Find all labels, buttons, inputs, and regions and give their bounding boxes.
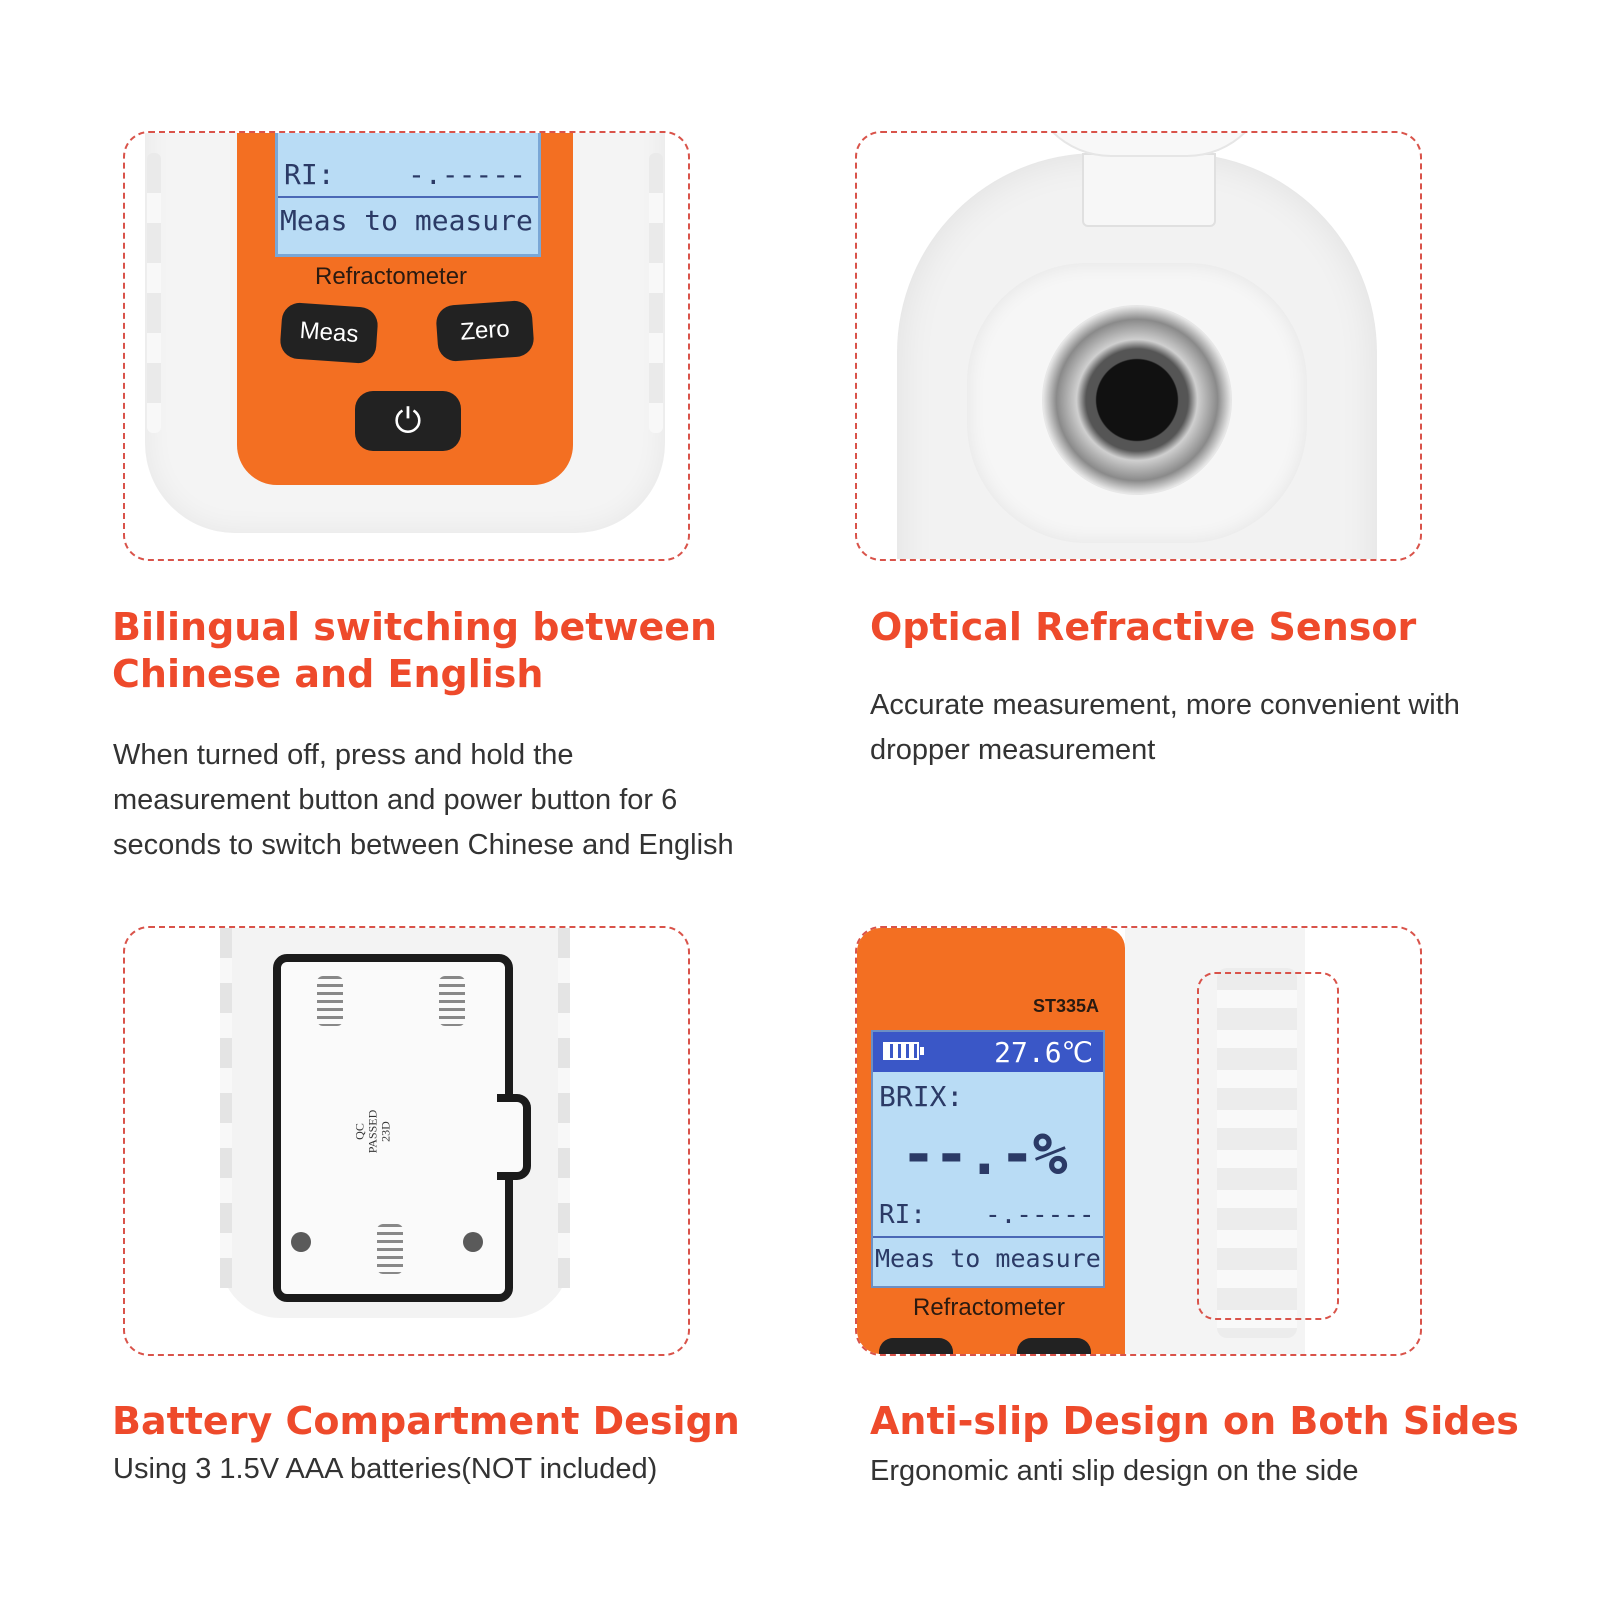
brand-label: Refractometer — [315, 263, 468, 290]
button-top-edge — [1017, 1338, 1091, 1354]
lcd-ri-row: RI: -.----- — [284, 158, 534, 191]
antislip-description: Ergonomic anti slip design on the side — [870, 1455, 1359, 1487]
lcd-divider — [278, 196, 538, 198]
lcd-ri-label: RI: — [284, 158, 335, 191]
bilingual-title-line1: Bilingual switching between — [112, 605, 718, 649]
qc-stamp-line: 23D — [378, 1121, 393, 1142]
battery-icon — [883, 1042, 919, 1060]
zero-button[interactable]: Zero — [435, 299, 535, 363]
lcd-brix-label: BRIX: — [879, 1080, 964, 1113]
meas-button[interactable]: Meas — [279, 301, 379, 365]
lcd-ri-value: -.----- — [985, 1200, 1095, 1230]
lcd-screen: 27.6℃ BRIX: --.-% RI: -.----- Meas to me… — [871, 1030, 1105, 1288]
screw-icon — [463, 1232, 483, 1252]
panel-bilingual-image: RI: -.----- Meas to measure Refractomete… — [123, 131, 690, 561]
bilingual-description-line2: measurement button and power button for … — [113, 784, 678, 816]
sensor-description-line1: Accurate measurement, more convenient wi… — [870, 689, 1460, 721]
battery-spring-icon — [439, 976, 465, 1026]
antislip-title: Anti-slip Design on Both Sides — [870, 1399, 1519, 1443]
lcd-temperature: 27.6℃ — [994, 1036, 1093, 1069]
lcd-brix-value: --.-% — [901, 1120, 1068, 1188]
battery-description: Using 3 1.5V AAA batteries(NOT included) — [113, 1453, 658, 1485]
grip-texture — [558, 928, 570, 1288]
panel-antislip-image: ST335A 27.6℃ BRIX: --.-% RI: -.----- Mea… — [855, 926, 1422, 1356]
battery-icon-tip — [920, 1047, 924, 1055]
model-label: ST335A — [1033, 996, 1100, 1016]
qc-stamp: QC PASSED 23D — [352, 1110, 393, 1154]
lcd-status: Meas to measure — [280, 204, 533, 237]
lcd-ri-value: -.----- — [408, 158, 527, 191]
lid-top — [1027, 133, 1271, 157]
power-icon: ⏻ — [394, 401, 422, 441]
bilingual-description-line3: seconds to switch between Chinese and En… — [113, 829, 734, 861]
button-top-edge — [879, 1338, 953, 1354]
antislip-highlight — [1197, 972, 1339, 1320]
lcd-screen: RI: -.----- Meas to measure — [275, 133, 541, 257]
screw-icon — [291, 1232, 311, 1252]
sensor-title: Optical Refractive Sensor — [870, 605, 1417, 649]
battery-spring-icon — [317, 976, 343, 1026]
sensor-description-line2: dropper measurement — [870, 734, 1156, 766]
grip-texture — [147, 153, 161, 433]
lcd-header: 27.6℃ — [873, 1032, 1103, 1072]
compartment-notch — [497, 1094, 531, 1180]
lid-hinge — [1082, 153, 1216, 227]
sensor-lens-icon — [1042, 305, 1232, 495]
battery-spring-icon — [377, 1224, 403, 1274]
power-button[interactable]: ⏻ — [355, 391, 461, 451]
battery-compartment: QC PASSED 23D — [273, 954, 513, 1302]
bilingual-description-line1: When turned off, press and hold the — [113, 739, 574, 771]
brand-label: Refractometer — [913, 1294, 1066, 1321]
battery-title: Battery Compartment Design — [112, 1399, 740, 1443]
lcd-divider — [873, 1236, 1103, 1238]
grip-texture — [1217, 968, 1297, 1338]
panel-battery-image: QC PASSED 23D — [123, 926, 690, 1356]
grip-texture — [649, 153, 663, 433]
grip-texture — [220, 928, 232, 1288]
lcd-status: Meas to measure — [875, 1244, 1101, 1273]
lcd-ri-label: RI: — [879, 1200, 926, 1230]
panel-sensor-image — [855, 131, 1422, 561]
bilingual-title-line2: Chinese and English — [112, 652, 544, 696]
